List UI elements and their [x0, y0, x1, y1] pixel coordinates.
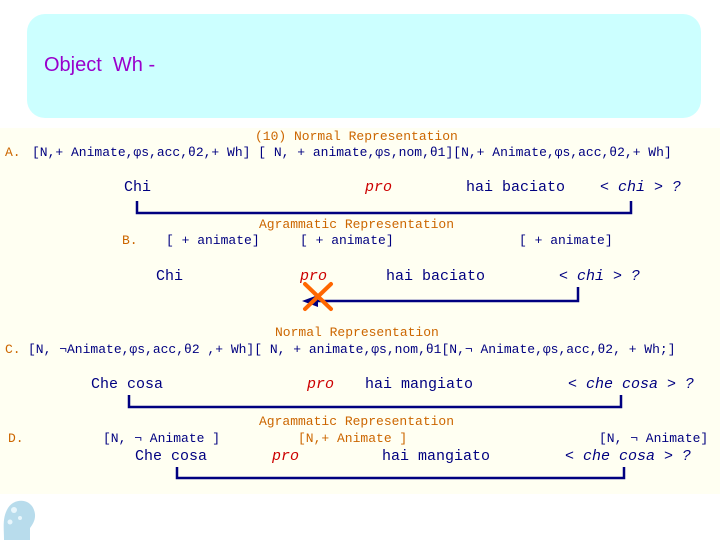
section-c-word-pro: pro: [307, 376, 335, 393]
section-a-word-chi: Chi: [124, 179, 152, 196]
section-d-heading: Agrammatic Representation: [259, 414, 455, 429]
section-b-feature-3: [ + animate]: [519, 233, 613, 248]
section-d-word-che-cosa: Che cosa: [135, 448, 208, 465]
section-a-formula: [N,+ Animate,φs,acc,θ2,+ Wh] [ N, + anim…: [32, 145, 672, 160]
section-c-marker: C.: [5, 342, 21, 357]
content-area: [0, 128, 720, 494]
section-b-heading: Agrammatic Representation: [259, 217, 455, 232]
section-d-feature-1: [N, ¬ Animate ]: [103, 431, 221, 446]
slide-footer: [0, 494, 720, 540]
section-b-word-chi: Chi: [156, 268, 184, 285]
section-b-word-pro: pro: [300, 268, 328, 285]
section-b-word-verb: hai baciato: [386, 268, 486, 285]
section-d-word-verb: hai mangiato: [382, 448, 491, 465]
section-b-feature-1: [ + animate]: [166, 233, 260, 248]
section-c-word-che-cosa: Che cosa: [91, 376, 164, 393]
section-b-word-trace: < chi > ?: [559, 268, 641, 285]
section-a-word-pro: pro: [365, 179, 393, 196]
title-box: [27, 14, 701, 118]
section-c-heading: Normal Representation: [275, 325, 439, 340]
section-c-formula: [N, ¬Animate,φs,acc,θ2 ,+ Wh][ N, + anim…: [28, 342, 676, 357]
section-a-word-trace: < chi > ?: [600, 179, 682, 196]
section-b-feature-2: [ + animate]: [300, 233, 394, 248]
section-a-word-verb: hai baciato: [466, 179, 566, 196]
section-b-marker: B.: [122, 233, 138, 248]
section-c-word-verb: hai mangiato: [365, 376, 474, 393]
section-a-marker: A.: [5, 145, 21, 160]
section-d-word-pro: pro: [272, 448, 300, 465]
section-a-heading: (10) Normal Representation: [255, 129, 458, 144]
section-d-marker: D.: [8, 431, 24, 446]
section-c-word-trace: < che cosa > ?: [568, 376, 695, 393]
section-d-word-trace: < che cosa > ?: [565, 448, 692, 465]
head-silhouette-icon: [3, 500, 36, 540]
slide-title: Object Wh -: [44, 54, 156, 76]
section-d-feature-3: [N, ¬ Animate]: [599, 431, 709, 446]
section-d-feature-2: [N,+ Animate ]: [298, 431, 408, 446]
